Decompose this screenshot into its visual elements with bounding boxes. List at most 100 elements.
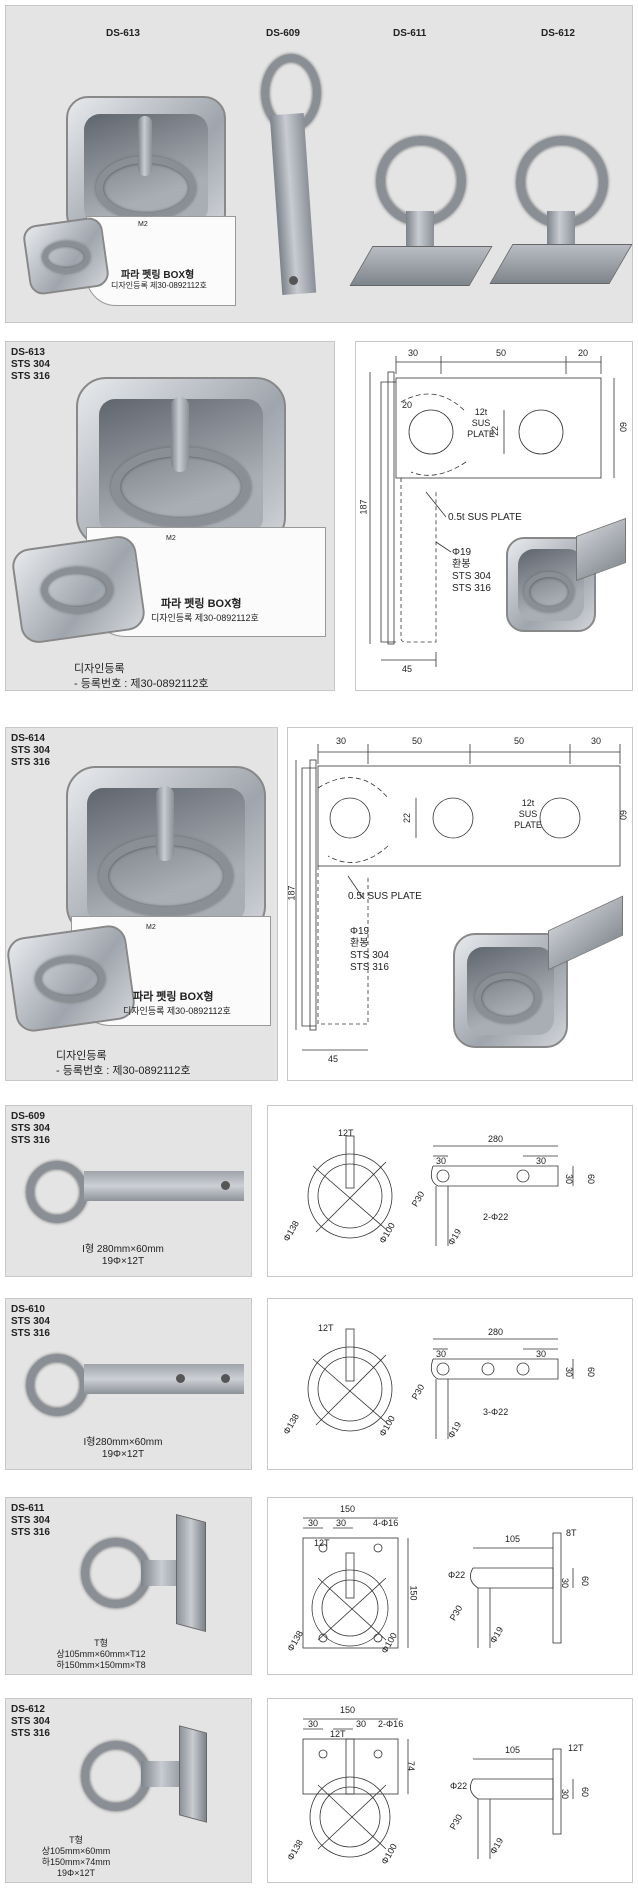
ds613-sus-plate-label: 0.5t SUS PLATE bbox=[448, 512, 522, 523]
ds614-plate-material: SUS bbox=[518, 809, 538, 819]
ds613-photo-panel: DS-613 STS 304 STS 316 M2 파라 펫링 BOX형 디자인… bbox=[5, 341, 335, 691]
ds609-technical-drawing bbox=[307, 1135, 574, 1246]
overview-marker: M2 bbox=[138, 221, 148, 228]
overview-ring-plate-photo-611 bbox=[349, 136, 493, 296]
ds614-dim-45: 45 bbox=[328, 1054, 339, 1064]
ds613-rod-diameter: Φ19 bbox=[452, 547, 472, 558]
overview-ring-plate-photo-612 bbox=[489, 136, 633, 296]
ds611-dim-30-b: 30 bbox=[336, 1518, 347, 1528]
ds611-dim-holes: 4-Φ16 bbox=[373, 1518, 399, 1528]
ds614-box-caption: 파라 펫링 BOX형 bbox=[133, 991, 214, 1003]
ds613-technical-drawing bbox=[369, 356, 615, 667]
ds613-registration-number: - 등록번호 : 제30-0892112호 bbox=[74, 678, 209, 690]
ds609-material-2: STS 316 bbox=[11, 1135, 50, 1146]
ds614-dim-30-right: 30 bbox=[591, 736, 602, 746]
ds611-material-1: STS 304 bbox=[11, 1515, 50, 1526]
ds613-rod-material-1: STS 304 bbox=[452, 571, 491, 582]
ds614-material-2: STS 316 bbox=[11, 757, 50, 768]
ds610-photo-panel: DS-610 STS 304 STS 316 I형280mm×60mm 19Φ×… bbox=[5, 1298, 252, 1470]
overview-ring-bar-photo bbox=[256, 54, 326, 304]
ds614-material-1: STS 304 bbox=[11, 745, 50, 756]
ds614-plate-thickness: 12t bbox=[521, 798, 535, 808]
ds613-small-photo bbox=[506, 517, 626, 637]
ds614-photo-panel: DS-614 STS 304 STS 316 M2 파라 펫링 BOX형 디자인… bbox=[4, 727, 278, 1081]
overview-title-ds613: DS-613 bbox=[106, 28, 140, 39]
ds612-drawing-panel: 150 30 12T 30 2-Φ16 74 Φ138 Φ100 105 12T… bbox=[267, 1698, 633, 1883]
ds611-material-2: STS 316 bbox=[11, 1527, 50, 1538]
ds613-dim-60: 60 bbox=[618, 421, 629, 433]
ds611-code: DS-611 bbox=[11, 1503, 45, 1514]
ds609-code: DS-609 bbox=[11, 1111, 45, 1122]
ds611-dim-150: 150 bbox=[340, 1504, 356, 1514]
ds609-dim-12t: 12T bbox=[338, 1128, 354, 1138]
ds609-dim-30-left: 30 bbox=[436, 1156, 447, 1166]
ds613-material-2: STS 316 bbox=[11, 371, 50, 382]
ds612-dim-74: 74 bbox=[406, 1760, 417, 1772]
ds614-rod-material-1: STS 304 bbox=[350, 950, 389, 961]
ds613-dim-187: 187 bbox=[358, 499, 369, 515]
ds612-material-2: STS 316 bbox=[11, 1728, 50, 1739]
ds611-photo bbox=[81, 1513, 211, 1633]
ds612-dim-150: 150 bbox=[340, 1705, 356, 1715]
ds609-dim-30-right: 30 bbox=[536, 1156, 547, 1166]
ds613-dim-20-inner: 20 bbox=[402, 400, 413, 410]
ds614-sus-plate-label: 0.5t SUS PLATE bbox=[348, 891, 422, 902]
ds613-rod-label: 환봉 bbox=[452, 559, 471, 570]
ds610-dim-30-right: 30 bbox=[536, 1349, 547, 1359]
ds614-rod-label: 환봉 bbox=[350, 938, 369, 949]
ds610-dim-holes: 3-Φ22 bbox=[483, 1407, 509, 1417]
ds609-photo-panel: DS-609 STS 304 STS 316 I형 280mm×60mm 19Φ… bbox=[5, 1105, 252, 1277]
ds610-dim-60: 60 bbox=[586, 1366, 597, 1378]
overview-box-photo: M2 파라 펫링 BOX형 디자인등록 제30-0892112호 bbox=[21, 96, 236, 311]
ds609-dim-280: 280 bbox=[488, 1134, 504, 1144]
ds613-plate-label: PLATE bbox=[467, 429, 495, 439]
ds612-photo-panel: DS-612 STS 304 STS 316 T형 상105mm×60mm 하1… bbox=[5, 1698, 252, 1883]
ds614-registration-number: - 등록번호 : 제30-0892112호 bbox=[56, 1065, 191, 1077]
ds614-dim-187: 187 bbox=[286, 885, 297, 901]
ds614-dim-50-left: 50 bbox=[412, 736, 423, 746]
ds613-drawing-panel: 30 50 20 60 22 20 187 45 12t SUS PLATE 0… bbox=[355, 341, 633, 691]
ds611-spec-type: T형 bbox=[94, 1638, 108, 1648]
ds611-dim-12t: 12T bbox=[314, 1538, 330, 1548]
ds610-drawing-panel: 12T Φ138 Φ100 280 30 30 60 30 P30 Φ19 3-… bbox=[267, 1298, 633, 1470]
ds611-dim-30-a: 30 bbox=[308, 1518, 319, 1528]
ds613-code: DS-613 bbox=[11, 347, 45, 358]
ds610-code: DS-610 bbox=[11, 1304, 45, 1315]
ds610-material-2: STS 316 bbox=[11, 1328, 50, 1339]
ds614-code: DS-614 bbox=[11, 733, 45, 744]
ds610-spec-rod: 19Φ×12T bbox=[101, 1449, 145, 1460]
ds612-dim-30-b: 30 bbox=[356, 1719, 367, 1729]
ds611-dim-30-side: 30 bbox=[560, 1577, 571, 1589]
ds612-dim-105: 105 bbox=[505, 1745, 521, 1755]
ds611-dim-8t: 8T bbox=[566, 1528, 577, 1538]
ds614-rod-diameter: Φ19 bbox=[350, 926, 370, 937]
ds610-dim-12t: 12T bbox=[318, 1323, 334, 1333]
ds614-dim-50-right: 50 bbox=[514, 736, 525, 746]
ds612-dim-22: Φ22 bbox=[450, 1781, 468, 1791]
ds611-technical-drawing bbox=[302, 1517, 574, 1649]
ds613-registration-title: 디자인등록 bbox=[74, 663, 125, 675]
ds612-dim-12t-side: 12T bbox=[568, 1743, 584, 1753]
ds611-dim-22: Φ22 bbox=[448, 1570, 466, 1580]
ds614-dim-22: 22 bbox=[402, 812, 413, 824]
ds613-dim-20: 20 bbox=[578, 348, 589, 358]
ds612-dim-30-a: 30 bbox=[308, 1719, 319, 1729]
ds609-material-1: STS 304 bbox=[11, 1123, 50, 1134]
ds613-rod-material-2: STS 316 bbox=[452, 583, 491, 594]
ds612-dim-60: 60 bbox=[580, 1786, 591, 1798]
ds612-technical-drawing bbox=[302, 1718, 574, 1859]
ds610-dim-30-side: 30 bbox=[564, 1366, 575, 1378]
ds611-spec-bottom: 하150mm×150mm×T8 bbox=[56, 1660, 146, 1670]
overview-box-caption: 파라 펫링 BOX형 bbox=[121, 270, 195, 281]
ds610-material-1: STS 304 bbox=[11, 1316, 50, 1327]
ds612-spec-rod: 19Φ×12T bbox=[57, 1868, 95, 1878]
ds610-photo bbox=[26, 1349, 246, 1429]
ds614-technical-drawing bbox=[295, 744, 621, 1051]
ds610-dim-280: 280 bbox=[488, 1327, 504, 1337]
ds614-dim-30-left: 30 bbox=[336, 736, 347, 746]
ds614-box-photo: M2 파라 펫링 BOX형 디자인등록 제30-0892112호 bbox=[4, 766, 276, 1036]
ds609-photo bbox=[26, 1156, 246, 1236]
ds612-dim-holes: 2-Φ16 bbox=[378, 1719, 404, 1729]
ds612-dim-12t: 12T bbox=[330, 1729, 346, 1739]
ds611-spec-top: 상105mm×60mm×T12 bbox=[56, 1649, 146, 1659]
